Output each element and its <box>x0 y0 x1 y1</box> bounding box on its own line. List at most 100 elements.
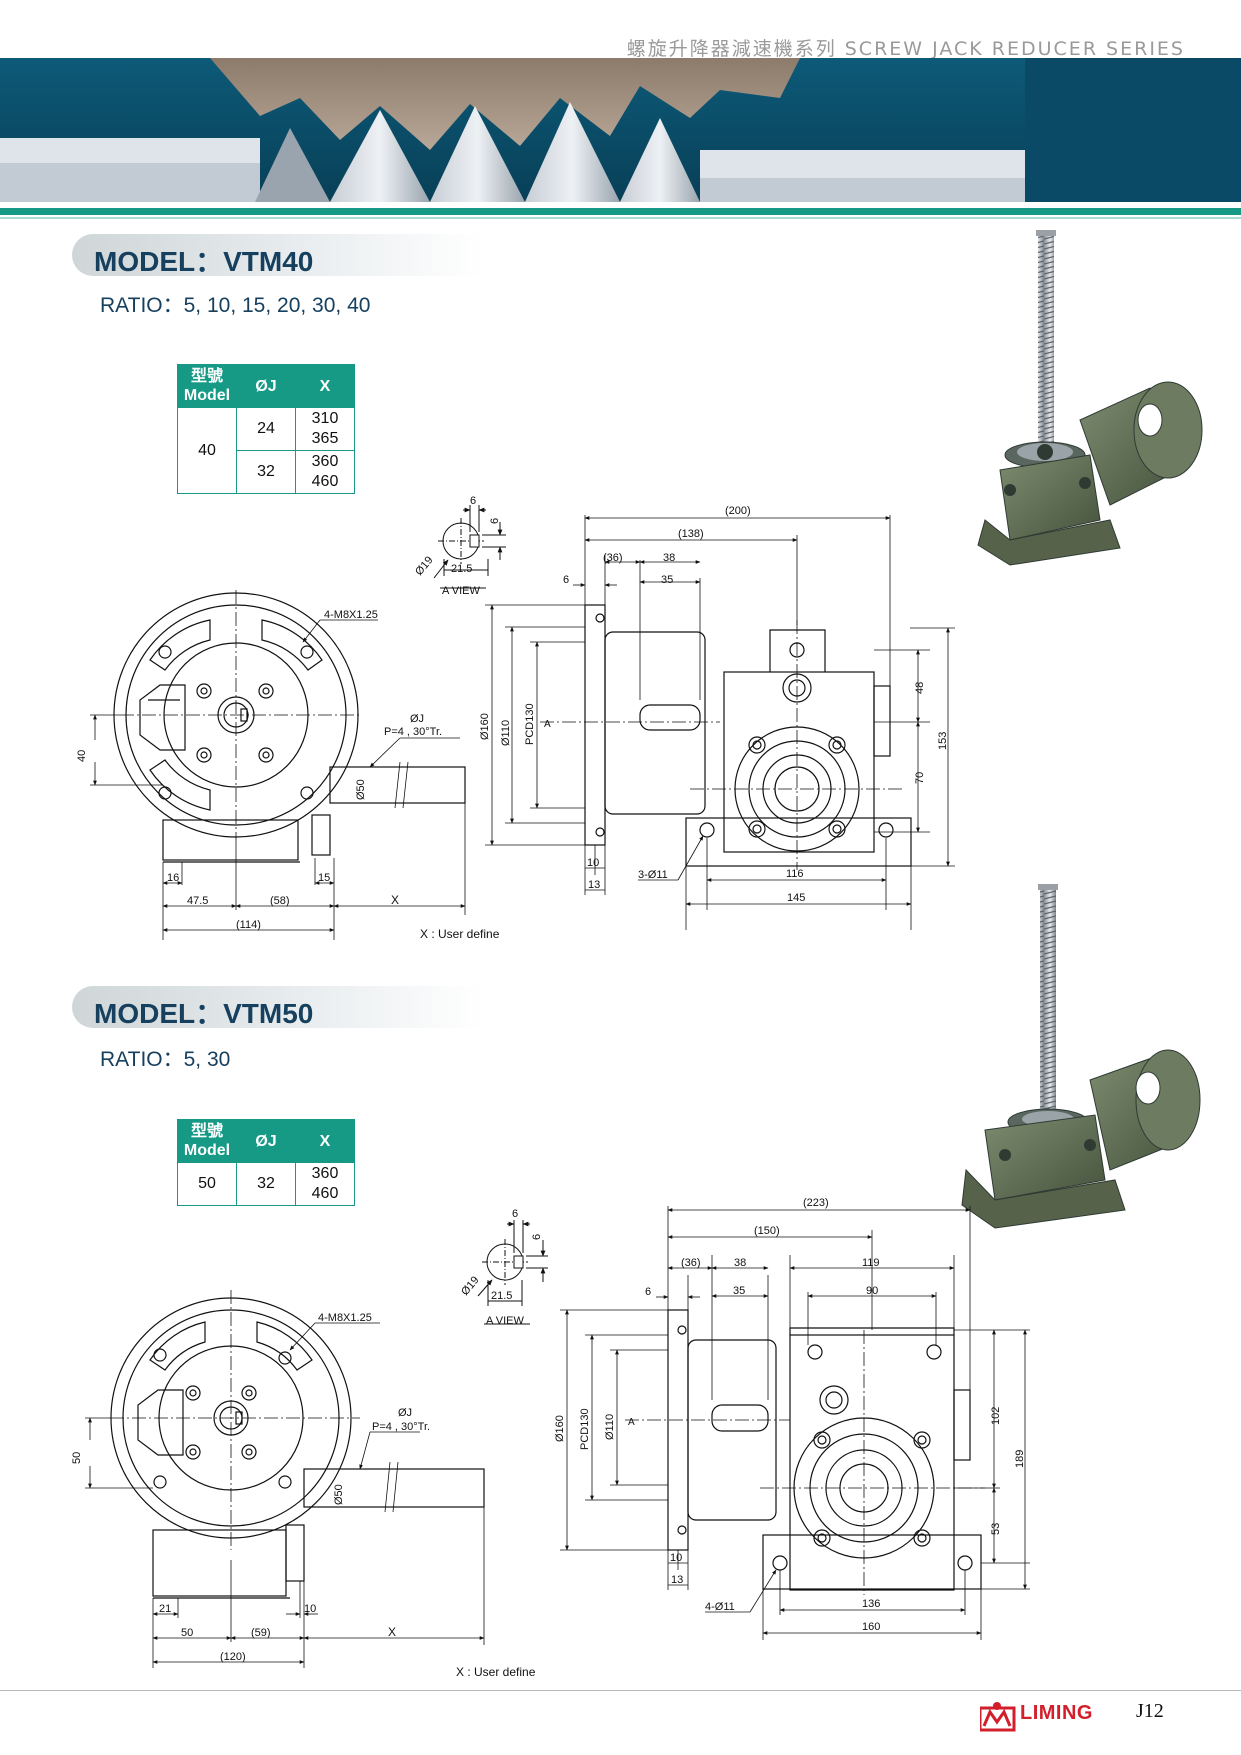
product-photo-vtm40 <box>977 230 1203 566</box>
dim-label: 38 <box>734 1257 746 1269</box>
front-view-vtm50 <box>110 1290 485 1599</box>
dim-label: 16 <box>167 872 179 884</box>
dim-label: Ø19 <box>413 554 436 578</box>
dim-label: Ø110 <box>604 1414 616 1440</box>
gear-worm-banner-image <box>0 58 1241 202</box>
table-cell-j: 32 <box>236 1162 296 1206</box>
table-row: 40 24 310 365 <box>177 407 355 494</box>
dim-label: (114) <box>236 919 261 931</box>
table-header-j: ØJ <box>236 364 296 408</box>
header-model-zh: 型號 <box>190 368 223 385</box>
user-define-note: X : User define <box>420 927 500 941</box>
dim-label: X <box>388 1625 396 1639</box>
dim-label: (120) <box>220 1651 246 1663</box>
model-title: MODEL：VTM50 <box>94 998 314 1029</box>
dim-label: (59) <box>251 1627 271 1639</box>
banner-rule-thin <box>0 217 1241 219</box>
table-cell-model: 50 <box>177 1162 237 1206</box>
dim-label: 38 <box>663 552 675 564</box>
dim-label: ØJ <box>398 1407 412 1419</box>
dim-label: (58) <box>270 895 290 907</box>
table-cell-model: 40 <box>177 407 237 494</box>
product-photo-vtm50 <box>961 884 1201 1229</box>
dim-label: PCD130 <box>579 1408 591 1450</box>
dim-label: P=4 , 30°Tr. <box>384 726 442 738</box>
model-title-tab: MODEL：VTM50 <box>72 986 482 1029</box>
dim-label: 10 <box>587 857 599 869</box>
dim-label: (200) <box>725 505 751 517</box>
dim-label: 160 <box>862 1621 880 1633</box>
dim-label: Ø160 <box>479 713 491 740</box>
table-cell-x: 360 460 <box>295 1162 355 1206</box>
dim-label: 4-M8X1.25 <box>324 609 378 621</box>
table-row: 50 32 360 460 <box>177 1162 355 1206</box>
dim-label: 21 <box>159 1603 171 1615</box>
dim-label: Ø160 <box>554 1415 566 1442</box>
dim-label: (223) <box>803 1197 829 1209</box>
table-cell-x: 360 460 <box>295 450 355 494</box>
front-view-vtm40 <box>113 590 466 863</box>
footer-rule <box>0 1690 1241 1691</box>
header-model-zh: 型號 <box>190 1123 223 1140</box>
table-header-model: 型號 Model <box>177 1119 237 1163</box>
banner-rule <box>0 208 1241 215</box>
dim-label: 145 <box>787 892 805 904</box>
header-model-en: Model <box>183 387 231 404</box>
dim-label: 53 <box>990 1523 1002 1535</box>
dim-label: 6 <box>470 495 476 507</box>
model-title: MODEL：VTM40 <box>94 246 314 277</box>
dim-label: 40 <box>76 750 88 762</box>
x-value: 360 <box>311 453 339 470</box>
dim-label: 48 <box>914 682 926 694</box>
dim-label: 21.5 <box>451 563 472 575</box>
dim-label: 6 <box>531 1234 543 1240</box>
page-number: J12 <box>1136 1700 1164 1722</box>
view-mark: A <box>628 1417 635 1428</box>
dim-label: 4-Ø11 <box>705 1601 735 1613</box>
dim-label: 70 <box>914 772 926 784</box>
x-value: 460 <box>311 1185 339 1202</box>
brand-name: LIMING <box>1020 1702 1093 1724</box>
spec-table: 型號 Model ØJ X 40 24 310 365 32 360 460 <box>177 364 355 494</box>
ratio-line: RATIO：5, 30 <box>100 1048 231 1071</box>
dim-label: X <box>391 893 399 907</box>
header-model-en: Model <box>183 1142 231 1159</box>
dim-label: (150) <box>754 1225 780 1237</box>
dim-label: 21.5 <box>491 1290 512 1302</box>
dim-label: 50 <box>181 1627 193 1639</box>
dim-label: 15 <box>318 872 330 884</box>
dim-label: 3-Ø11 <box>638 869 668 881</box>
dim-label: 13 <box>588 879 600 891</box>
dim-label: 136 <box>862 1598 880 1610</box>
dim-label: 6 <box>563 574 569 586</box>
dim-label: 189 <box>1014 1450 1026 1468</box>
dim-label: Ø50 <box>333 1484 345 1505</box>
view-label: A VIEW <box>486 1315 525 1327</box>
table-header-x: X <box>295 364 355 408</box>
dim-label: 10 <box>304 1603 316 1615</box>
view-label: A VIEW <box>442 585 481 597</box>
series-title: 螺旋升降器減速機系列 SCREW JACK REDUCER SERIES <box>626 38 1185 60</box>
x-value: 460 <box>311 473 339 490</box>
table-row: 32 360 460 <box>178 450 355 494</box>
a-view-vtm50 <box>477 1220 548 1325</box>
view-mark: A <box>544 719 551 730</box>
side-view-vtm40 <box>540 604 912 870</box>
dim-label: (36) <box>681 1257 701 1269</box>
x-value: 360 <box>311 1165 339 1182</box>
dim-label: 153 <box>937 732 949 750</box>
dim-label: 6 <box>645 1286 651 1298</box>
dim-label: 4-M8X1.25 <box>318 1312 372 1324</box>
dim-label: 6 <box>512 1208 518 1220</box>
dim-label: P=4 , 30°Tr. <box>372 1421 430 1433</box>
dim-label: 35 <box>661 574 673 586</box>
table-cell-j: 32 <box>236 450 296 494</box>
dim-label: 90 <box>866 1285 878 1297</box>
table-header-j: ØJ <box>236 1119 296 1163</box>
x-value: 310 <box>311 410 339 427</box>
dim-label: 102 <box>990 1407 1002 1425</box>
dim-label: ØJ <box>410 713 424 725</box>
dim-label: PCD130 <box>524 703 536 745</box>
dim-lines-front-vtm50 <box>85 1417 485 1668</box>
